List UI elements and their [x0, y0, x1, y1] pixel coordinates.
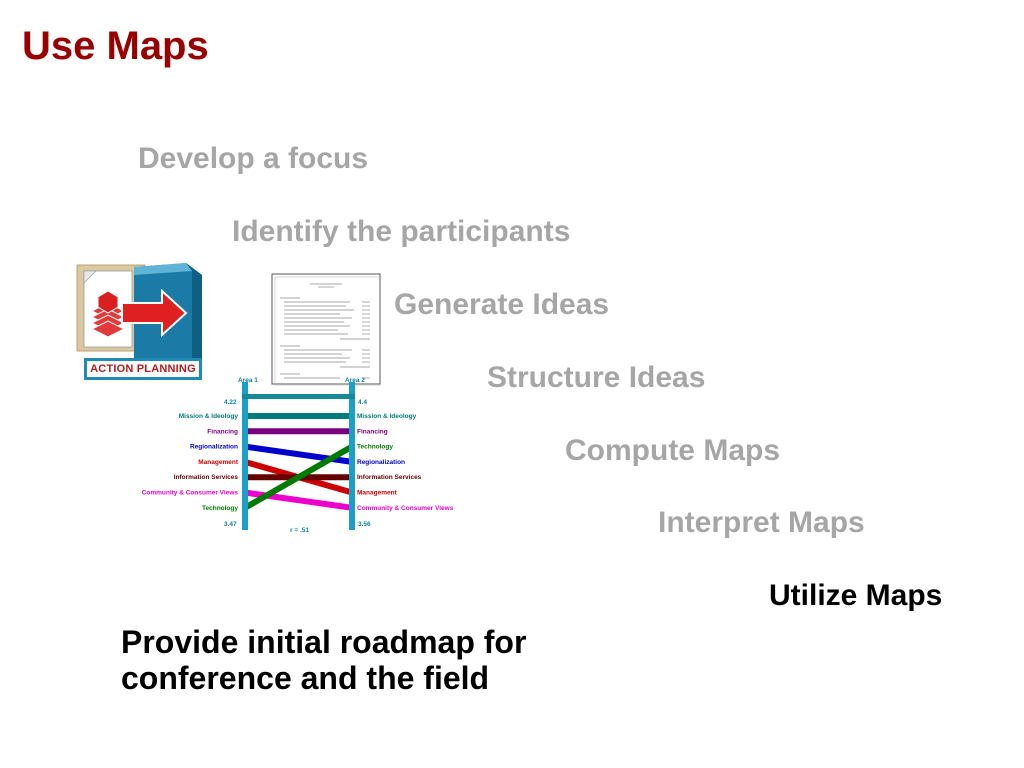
- right-labels: Mission & IdeologyFinancingTechnologyReg…: [357, 413, 454, 512]
- step-utilize-maps: Utilize Maps: [769, 579, 943, 612]
- step-compute-maps: Compute Maps: [565, 434, 781, 467]
- right-label: Mission & Ideology: [357, 413, 417, 420]
- step-generate-ideas: Generate Ideas: [394, 288, 610, 321]
- step-develop-focus: Develop a focus: [138, 142, 369, 175]
- step-identify-participants: Identify the participants: [232, 215, 571, 248]
- step-structure-ideas: Structure Ideas: [487, 361, 706, 394]
- left-label: Regionalization: [190, 444, 238, 451]
- right-label: Management: [357, 490, 398, 497]
- right-label: Community & Consumer Views: [357, 505, 454, 512]
- step-interpret-maps: Interpret Maps: [658, 506, 865, 539]
- action-planning-graphic: [76, 263, 202, 359]
- right-label: Regionalization: [357, 459, 405, 466]
- right-axis-title: Area 2: [345, 377, 365, 384]
- action-planning-icon: ACTION PLANNING: [74, 263, 212, 383]
- left-axis-title: Area 1: [238, 377, 258, 384]
- description-line-1: Provide initial roadmap for: [121, 624, 527, 660]
- right-min-value: 3.56: [358, 521, 371, 528]
- left-label: Management: [198, 459, 239, 466]
- ladder-links: [243, 413, 354, 511]
- left-max-value: 4.22: [224, 399, 237, 406]
- document-thumbnail: [270, 272, 384, 387]
- right-label: Financing: [357, 428, 388, 435]
- left-label: Information Services: [174, 474, 239, 481]
- left-axis: [242, 382, 248, 530]
- right-axis: [349, 382, 355, 530]
- action-planning-label: ACTION PLANNING: [84, 358, 202, 380]
- left-labels: Mission & IdeologyFinancingRegionalizati…: [142, 413, 239, 512]
- slide-title: Use Maps: [22, 24, 209, 68]
- correlation-label: r = .51: [290, 527, 309, 534]
- description-line-2: conference and the field: [121, 660, 490, 696]
- arrow-right-icon: [121, 288, 188, 338]
- left-label: Mission & Ideology: [179, 413, 239, 420]
- ladder-link: [243, 443, 354, 511]
- left-label: Technology: [202, 505, 238, 512]
- left-label: Financing: [207, 428, 238, 435]
- stack-icon: [90, 290, 126, 338]
- right-label: Technology: [357, 444, 393, 451]
- ladder-graph: Area 1 Area 2 4.22 3.47 4.4 3.56 r = .51…: [120, 372, 470, 540]
- right-max-value: 4.4: [358, 399, 367, 406]
- top-connector: [242, 394, 355, 399]
- left-min-value: 3.47: [224, 521, 237, 528]
- right-label: Information Services: [357, 474, 422, 481]
- left-label: Community & Consumer Views: [142, 490, 239, 497]
- step-description: Provide initial roadmap for conference a…: [121, 624, 526, 696]
